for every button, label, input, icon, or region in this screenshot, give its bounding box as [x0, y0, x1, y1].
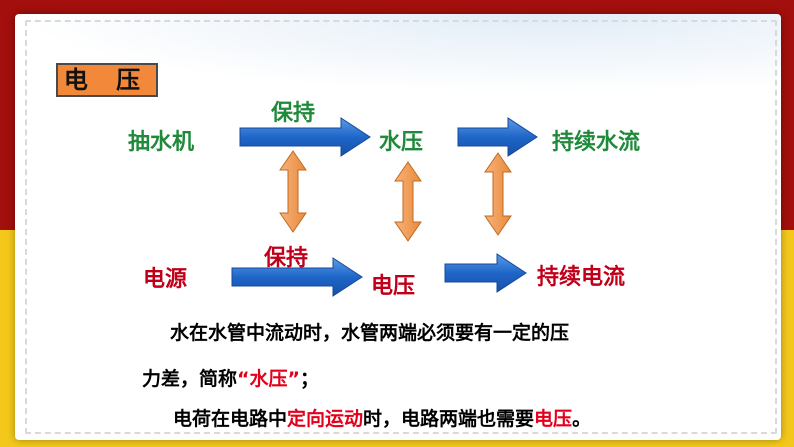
label-pump: 抽水机	[128, 130, 195, 155]
label-water-pressure: 水压	[379, 130, 424, 155]
flow-arrow-pump-to-waterpressure	[239, 117, 371, 157]
link-arrow-waterflow-current	[484, 152, 512, 236]
section-title: 电 压	[56, 63, 158, 97]
highlight-directional-motion: 定向运动	[287, 408, 364, 430]
flow-arrow-voltage-to-current	[444, 253, 527, 293]
label-continuous-water-flow: 持续水流	[552, 130, 641, 155]
label-maintain-water: 保持	[271, 101, 316, 126]
label-continuous-current: 持续电流	[537, 265, 626, 290]
link-arrow-waterpressure-voltage	[394, 161, 422, 242]
paragraph-line-3-text-a: 电荷在电路中	[173, 408, 288, 430]
highlight-water-pressure-quote: “水压”	[237, 368, 300, 390]
paragraph-line-3-end: 。	[572, 408, 592, 430]
dashed-frame	[25, 20, 777, 434]
label-voltage: 电压	[371, 274, 416, 299]
paragraph-line-2-end: ；	[300, 368, 320, 390]
paragraph-line-1: 水在水管中流动时，水管两端必须要有一定的压	[170, 322, 570, 344]
paragraph-line-2: 力差，简称“水压”；	[142, 364, 319, 391]
paragraph-line-3: 电荷在电路中定向运动时，电路两端也需要电压。	[173, 404, 591, 431]
paragraph-line-2-text: 力差，简称	[142, 368, 238, 390]
label-maintain-electric: 保持	[264, 246, 309, 271]
label-power-source: 电源	[143, 267, 188, 292]
flow-arrow-source-to-voltage	[231, 257, 363, 297]
flow-arrow-waterpressure-to-waterflow	[457, 117, 538, 157]
paragraph-line-3-text-b: 时，电路两端也需要	[363, 408, 535, 430]
link-arrow-pump-source	[279, 150, 307, 233]
highlight-voltage: 电压	[534, 408, 573, 430]
